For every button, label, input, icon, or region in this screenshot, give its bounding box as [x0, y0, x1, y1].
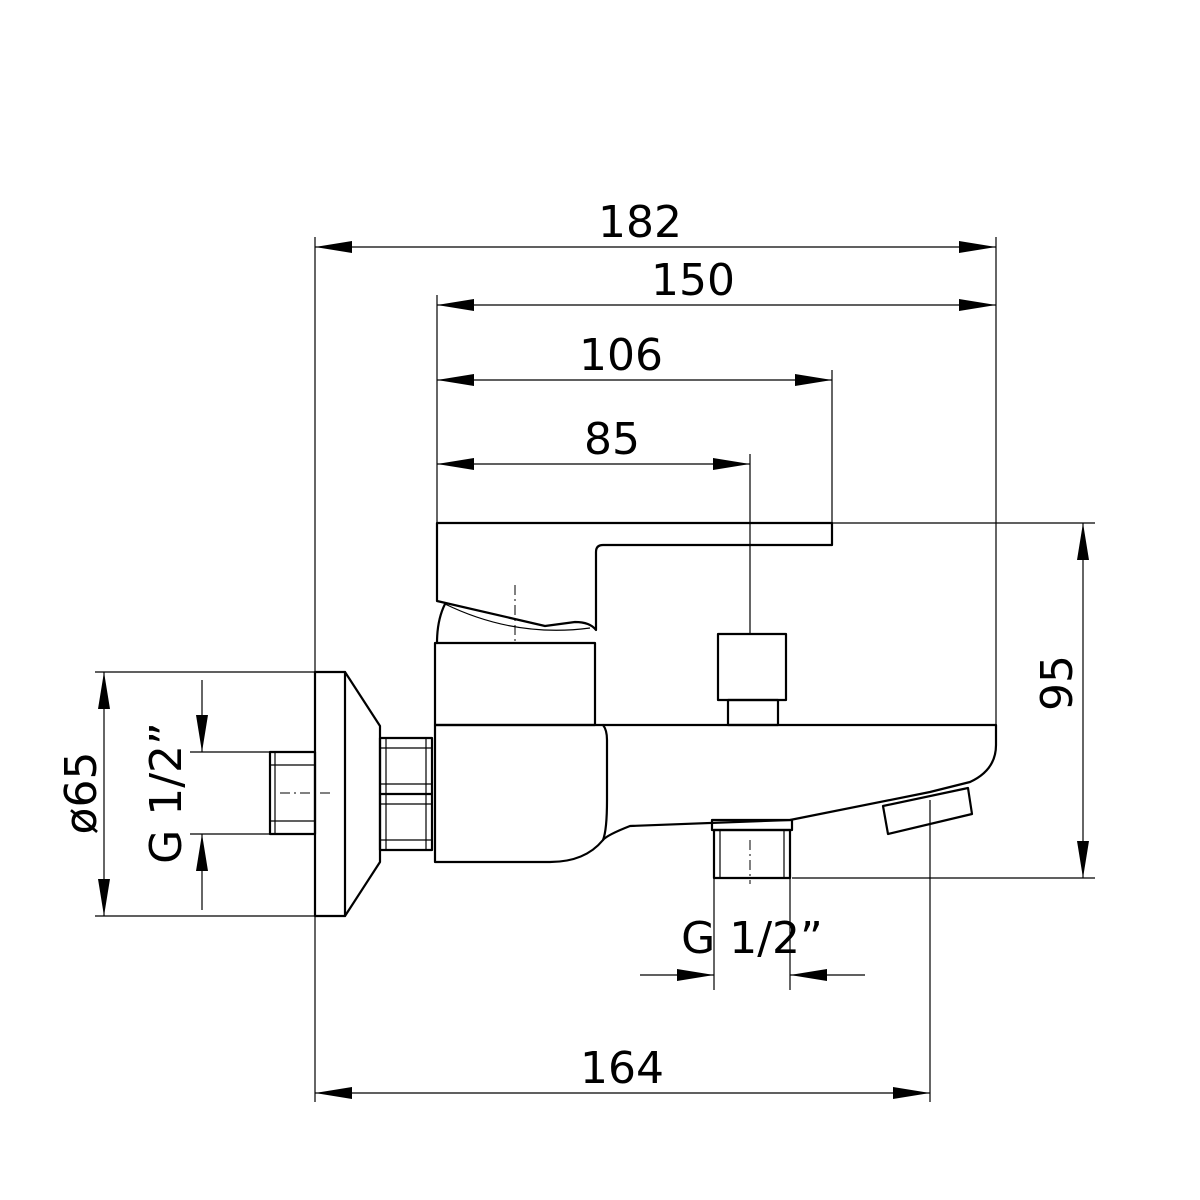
diverter-stem	[726, 698, 780, 727]
dimension-95-label: 95	[1032, 655, 1083, 711]
dimension-106-label: 106	[579, 330, 663, 381]
dimension-85-label: 85	[584, 414, 640, 465]
dimension-diameter-65: ø65	[56, 672, 110, 916]
diverter-knob	[716, 632, 788, 702]
dimension-outlet-thread: G 1/2”	[640, 913, 865, 981]
dimension-182: 182	[315, 197, 996, 253]
dimension-106: 106	[437, 330, 832, 386]
dimension-150-label: 150	[651, 255, 735, 306]
center-lines	[280, 585, 751, 884]
outlet-pipe	[712, 828, 792, 880]
faucet-outline	[268, 521, 998, 918]
dimension-diameter-65-label: ø65	[56, 752, 107, 835]
lever-base-curve	[435, 602, 447, 645]
wall-flange	[313, 670, 347, 918]
cartridge-housing	[433, 641, 597, 727]
lever-handle	[435, 521, 834, 632]
spout-aerator	[881, 786, 974, 836]
dimension-inlet-thread: G 1/2”	[141, 680, 208, 910]
mixer-body	[433, 723, 998, 864]
dimension-164-label: 164	[580, 1043, 664, 1094]
dimension-inlet-thread-label: G 1/2”	[141, 722, 192, 864]
flange-cone	[343, 670, 382, 918]
dimension-outlet-thread-label: G 1/2”	[681, 913, 823, 964]
dimension-85: 85	[437, 414, 750, 470]
dimension-164: 164	[315, 1043, 930, 1099]
dimension-150: 150	[437, 255, 996, 311]
dimension-182-label: 182	[598, 197, 682, 248]
extension-lines	[95, 237, 1095, 1102]
dimension-95: 95	[1032, 523, 1089, 878]
